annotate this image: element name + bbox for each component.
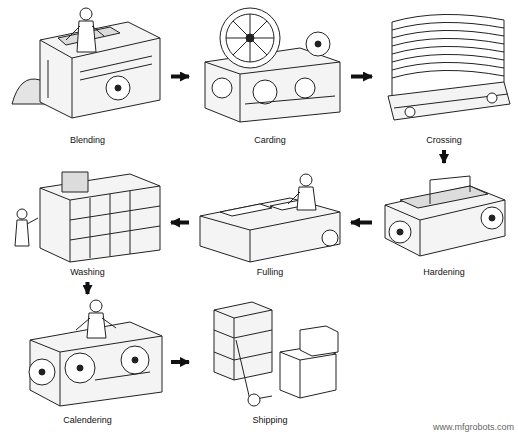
flow-arrow: [351, 75, 372, 79]
process-step: Washing: [10, 165, 165, 280]
calendering-illustration: [29, 300, 162, 406]
process-step: Shipping: [195, 296, 345, 428]
fulling-illustration: [200, 174, 340, 262]
process-step: Crossing: [378, 5, 510, 148]
step-label: Fulling: [255, 266, 286, 278]
step-label: Crossing: [424, 134, 464, 146]
step-label: Blending: [68, 134, 107, 146]
washing-illustration: [15, 172, 160, 262]
hardening-illustration: [385, 176, 505, 256]
process-step: Calendering: [10, 296, 165, 428]
flow-arrow: [86, 282, 90, 294]
shipping-illustration: [214, 302, 338, 406]
flow-arrow: [351, 221, 372, 225]
blending-illustration: [12, 8, 160, 118]
watermark: www.mfgrobots.com: [433, 422, 514, 433]
step-label: Washing: [68, 266, 107, 278]
process-step: Blending: [10, 5, 165, 148]
process-step: Fulling: [195, 165, 345, 280]
flow-arrow: [171, 360, 189, 364]
step-label: Shipping: [250, 414, 289, 426]
flow-arrow: [442, 150, 446, 163]
step-label: Hardening: [421, 266, 467, 278]
step-label: Carding: [252, 134, 288, 146]
carding-illustration: [205, 8, 340, 122]
process-step: Hardening: [378, 165, 510, 280]
crossing-illustration: [388, 14, 510, 120]
step-label: Calendering: [61, 414, 114, 426]
flow-arrow: [171, 75, 189, 79]
process-step: Carding: [195, 5, 345, 148]
flow-arrow: [171, 221, 189, 225]
